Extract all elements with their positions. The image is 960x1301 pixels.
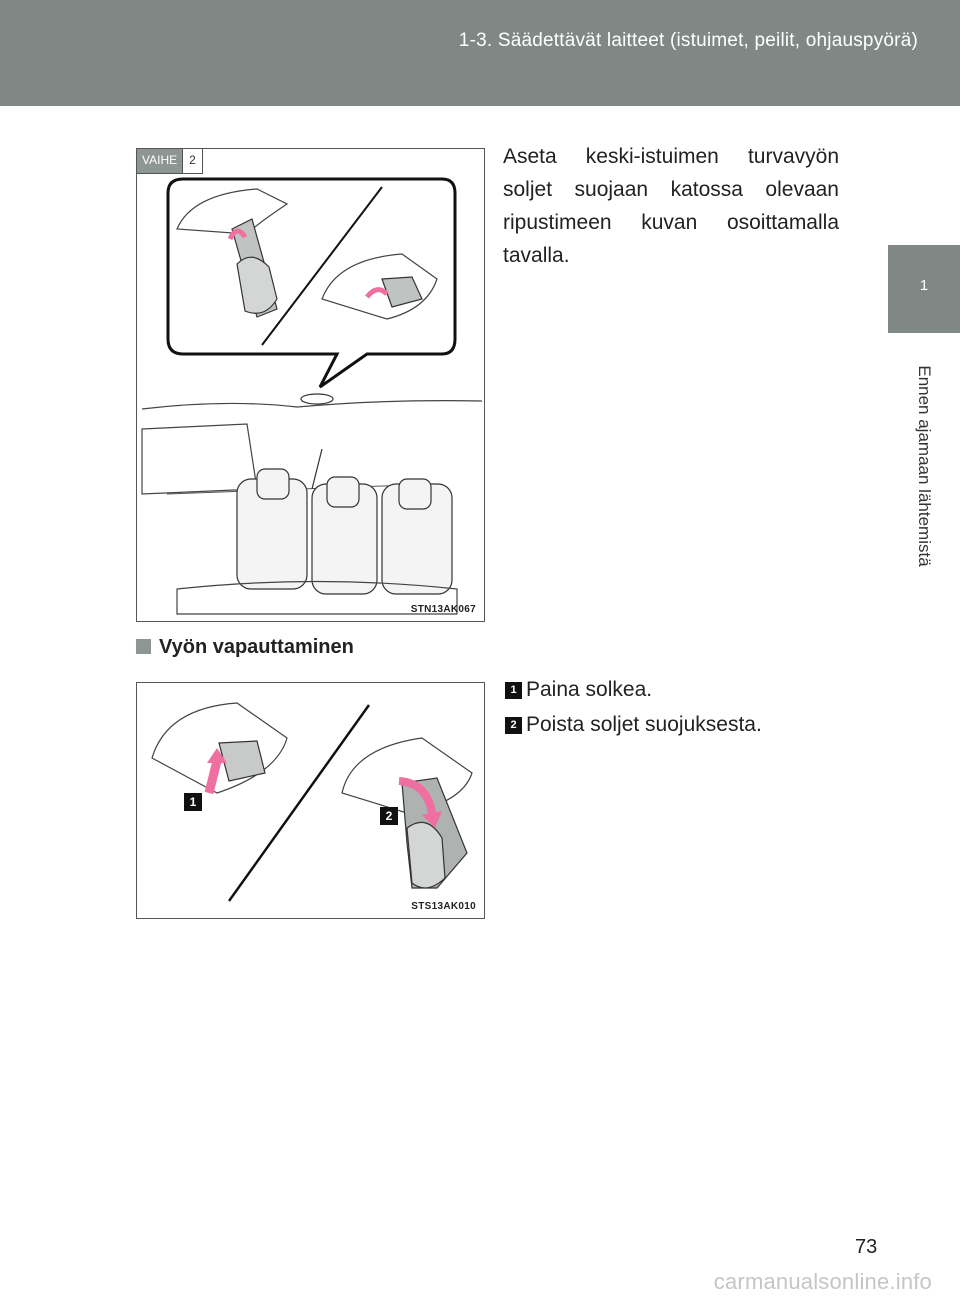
section-heading: Vyön vapauttaminen	[136, 636, 354, 659]
list-item: 2 Poista soljet suojuksesta.	[505, 713, 762, 737]
figure-code: STS13AK010	[411, 901, 476, 912]
callout-2-box	[380, 807, 398, 825]
step-label: VAIHE	[137, 149, 183, 173]
instruction-text: Aseta keski-istuimen turvavyön soljet su…	[503, 145, 839, 267]
step-badge: VAIHE 2	[136, 148, 203, 174]
list-item: 1 Paina solkea.	[505, 678, 652, 702]
step-text: Paina solkea.	[526, 678, 653, 701]
callout-1: 1	[189, 795, 197, 809]
seat-illustration	[141, 177, 483, 615]
step-text: Poista soljet suojuksesta.	[526, 713, 762, 736]
figure-buckle-release: 1 2 STS13AK010	[136, 682, 485, 919]
section-heading-text: Vyön vapauttaminen	[159, 636, 354, 658]
page-number: 73	[855, 1236, 878, 1258]
callout-2: 2	[385, 809, 393, 823]
chapter-tab[interactable]: 1	[888, 245, 960, 333]
chapter-tab-number: 1	[919, 277, 929, 294]
chapter-tab-label: Ennen ajamaan lähtemistä	[915, 365, 934, 567]
figure-seat-buckle-stowing: STN13AK067	[136, 148, 485, 622]
page-header: 1-3. Säädettävät laitteet (istuimet, pei…	[0, 0, 960, 106]
watermark: carmanualsonline.info	[713, 1269, 932, 1294]
step-number-icon: 1	[505, 681, 522, 699]
buckle-release-illustration	[151, 702, 473, 902]
chapter-title: 1-3. Säädettävät laitteet (istuimet, pei…	[458, 30, 918, 51]
figure-code: STN13AK067	[410, 604, 476, 615]
chapter-tab-label-box: Ennen ajamaan lähtemistä	[888, 336, 960, 596]
step-number-icon: 2	[505, 716, 522, 734]
callout-1-box	[184, 793, 202, 811]
step-number: 2	[182, 149, 202, 173]
section-square-icon	[136, 639, 151, 654]
